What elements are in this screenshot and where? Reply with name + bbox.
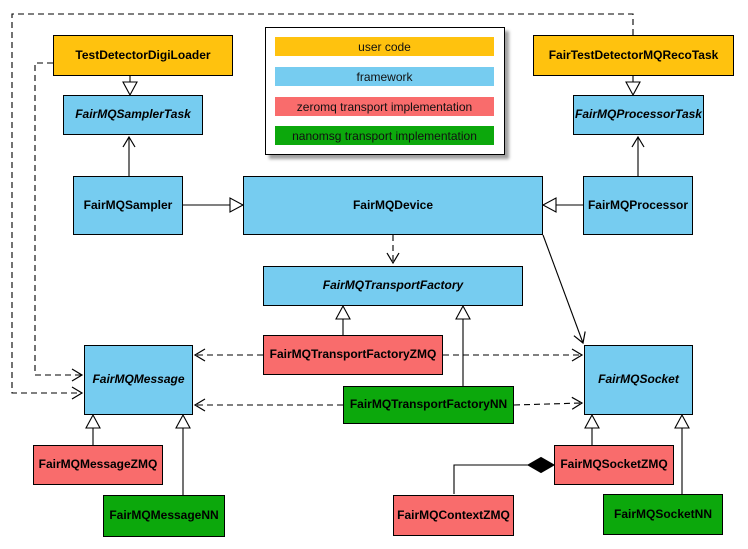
- node-label: FairMQSampler: [83, 197, 173, 212]
- edge-inheritance-messagenn-message: [175, 413, 191, 495]
- node-label: FairMQTransportFactory: [322, 278, 464, 293]
- node-label: FairMQMessageZMQ: [38, 457, 158, 472]
- node-label: FairTestDetectorMQRecoTask: [548, 47, 719, 62]
- legend-label: zeromq transport implementation: [296, 99, 473, 114]
- node-fairmqprocessortask: FairMQProcessorTask: [573, 95, 704, 135]
- node-label: FairMQTransportFactoryNN: [349, 397, 508, 412]
- legend-item-framework: framework: [275, 67, 494, 86]
- node-fairmqtransportfactory: FairMQTransportFactory: [263, 266, 523, 306]
- node-label: FairMQMessageNN: [109, 508, 219, 523]
- node-fairmqsamplertask: FairMQSamplerTask: [63, 95, 203, 135]
- node-label: FairMQContextZMQ: [397, 507, 510, 522]
- edge-inheritance-factorynn-factory: [455, 304, 471, 386]
- legend-label: framework: [356, 69, 413, 84]
- node-fairmqsocket: FairMQSocket: [584, 345, 693, 415]
- node-fairmqmessagenn: FairMQMessageNN: [103, 495, 225, 537]
- node-fairmqsocketnn: FairMQSocketNN: [603, 494, 723, 535]
- node-label: TestDetectorDigiLoader: [75, 47, 211, 62]
- edge-inheritance-messagezmq-message: [85, 413, 101, 445]
- node-fairmqtransportfactorynn: FairMQTransportFactoryNN: [343, 386, 514, 424]
- node-label: FairMQProcessor: [587, 197, 689, 212]
- node-testdetectordigiloader: TestDetectorDigiLoader: [53, 35, 233, 76]
- legend: user code framework zeromq transport imp…: [265, 27, 505, 155]
- edge-inheritance-sampler-device: [183, 197, 245, 213]
- node-fairtestdetectormqrecotask: FairTestDetectorMQRecoTask: [533, 35, 734, 76]
- legend-label: nanomsg transport implementation: [292, 128, 477, 143]
- edge-dependency-factorynn-to-socket: [513, 396, 584, 410]
- node-fairmqdevice: FairMQDevice: [243, 176, 543, 235]
- node-fairmqprocessor: FairMQProcessor: [583, 176, 693, 235]
- node-label: FairMQProcessorTask: [575, 107, 702, 122]
- node-fairmqsampler: FairMQSampler: [73, 176, 183, 235]
- legend-label: user code: [358, 39, 411, 54]
- node-fairmqmessagezmq: FairMQMessageZMQ: [33, 445, 163, 485]
- edge-inheritance-digiloader-samplertask: [122, 76, 138, 97]
- edge-dependency-digiloader-to-message: [34, 62, 84, 382]
- node-label: FairMQSocket: [598, 372, 679, 387]
- edge-inheritance-socketnn-socket: [674, 413, 690, 494]
- edge-inheritance-socketzmq-socket: [584, 413, 600, 445]
- node-label: FairMQSocketZMQ: [560, 457, 668, 472]
- edge-inheritance-recotask-processortask: [625, 76, 641, 97]
- edge-composition-socketzmq-contextzmq: [453, 456, 556, 494]
- node-label: FairMQTransportFactoryZMQ: [269, 347, 437, 362]
- node-fairmqmessage: FairMQMessage: [84, 345, 193, 415]
- legend-item-user-code: user code: [275, 37, 494, 56]
- node-fairmqtransportfactoryzmq: FairMQTransportFactoryZMQ: [263, 335, 443, 375]
- legend-item-nanomsg: nanomsg transport implementation: [275, 126, 494, 145]
- edge-association-device-to-socket: [542, 234, 586, 345]
- node-label: FairMQMessage: [92, 372, 185, 387]
- edge-dependency-recotask-to-message: [11, 13, 634, 400]
- node-fairmqsocketzmq: FairMQSocketZMQ: [554, 445, 674, 485]
- node-label: FairMQDevice: [352, 197, 434, 212]
- edge-inheritance-processor-device: [541, 197, 583, 213]
- node-label: FairMQSocketNN: [613, 506, 713, 521]
- legend-item-zeromq: zeromq transport implementation: [275, 97, 494, 116]
- edge-inheritance-factoryzmq-factory: [335, 304, 351, 335]
- node-label: FairMQSamplerTask: [75, 107, 191, 122]
- node-fairmqcontextzmq: FairMQContextZMQ: [393, 495, 514, 536]
